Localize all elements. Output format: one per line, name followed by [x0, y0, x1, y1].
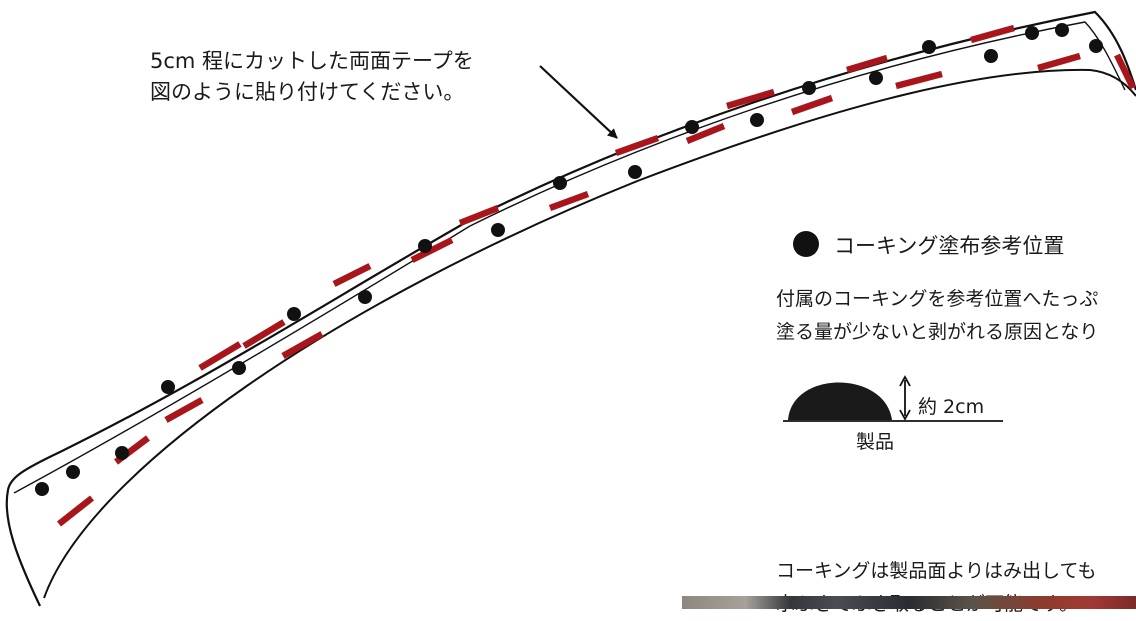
caulking-dot — [628, 165, 642, 179]
part-lower-edge — [43, 68, 1136, 599]
caulking-legend-icon — [793, 231, 819, 257]
caulk-bead-shape — [788, 382, 892, 420]
caulking-dot — [1089, 39, 1103, 53]
tape-instruction-line-2: 図のように貼り付けてください。 — [150, 80, 465, 104]
caulking-dot — [287, 307, 301, 321]
caulking-dot — [115, 446, 129, 460]
caulking-dot — [984, 49, 998, 63]
caulking-cleanup-note: コーキングは製品面よりはみ出しても 水ぶきでふき取ることが可能です。 — [776, 555, 1097, 621]
tape-strip — [790, 94, 834, 116]
tape-strip — [1114, 53, 1136, 90]
caulking-dot — [802, 81, 816, 95]
tape-strip — [548, 190, 590, 212]
height-arrow-head-bottom — [899, 409, 911, 421]
caulking-positions — [35, 23, 1103, 496]
tape-instruction: 5cm 程にカットした両面テープを 図のように貼り付けてください。 — [150, 46, 474, 108]
caulking-dot — [750, 113, 764, 127]
double-sided-tape-positions — [56, 24, 1136, 527]
caulking-amount-note-line-1: 付属のコーキングを参考位置へたっぷ — [776, 288, 1099, 310]
caulking-cleanup-note-line-1: コーキングは製品面よりはみ出しても — [776, 560, 1097, 582]
bead-height-label: 約 2cm — [918, 396, 985, 418]
tape-strip — [332, 263, 372, 287]
installation-photo — [682, 596, 1136, 609]
caulking-dot — [232, 361, 246, 375]
tape-strip — [164, 397, 204, 423]
caulking-dot — [358, 290, 372, 304]
tape-strip — [846, 54, 888, 74]
caulking-dot — [1055, 23, 1069, 37]
part-outer-outline — [5, 10, 1136, 607]
caulking-dot — [922, 40, 936, 54]
caulking-dot — [869, 71, 883, 85]
caulking-amount-note-line-2: 塗る量が少ないと剥がれる原因となり — [776, 321, 1099, 343]
tape-strip — [198, 341, 242, 371]
caulking-dot — [66, 465, 80, 479]
caulking-amount-note: 付属のコーキングを参考位置へたっぷ 塗る量が少ないと剥がれる原因となり — [776, 283, 1098, 349]
tape-strip — [685, 122, 726, 145]
tape-strip — [614, 134, 660, 157]
caulking-dot — [491, 223, 505, 237]
tape-strip — [56, 495, 95, 527]
tape-strip — [895, 70, 943, 90]
tape-strip — [410, 237, 454, 263]
caulking-dot — [553, 176, 567, 190]
caulking-legend-label: コーキング塗布参考位置 — [834, 234, 1065, 258]
tape-strip — [281, 331, 324, 359]
pointer-arrow — [539, 65, 618, 139]
caulking-dot — [418, 239, 432, 253]
caulking-dot — [1025, 26, 1039, 40]
tape-strip — [242, 319, 286, 349]
tape-strip — [970, 24, 1015, 44]
caulking-dot — [161, 380, 175, 394]
caulking-dot — [685, 120, 699, 134]
tape-instruction-line-1: 5cm 程にカットした両面テープを — [150, 49, 474, 73]
tape-strip — [726, 88, 775, 110]
height-arrow-head-top — [899, 375, 911, 387]
caulking-dot — [35, 482, 49, 496]
part-inner-outline — [13, 21, 1126, 494]
tape-strip — [1037, 52, 1081, 72]
tape-strip — [458, 204, 500, 227]
product-surface-label: 製品 — [856, 431, 895, 453]
